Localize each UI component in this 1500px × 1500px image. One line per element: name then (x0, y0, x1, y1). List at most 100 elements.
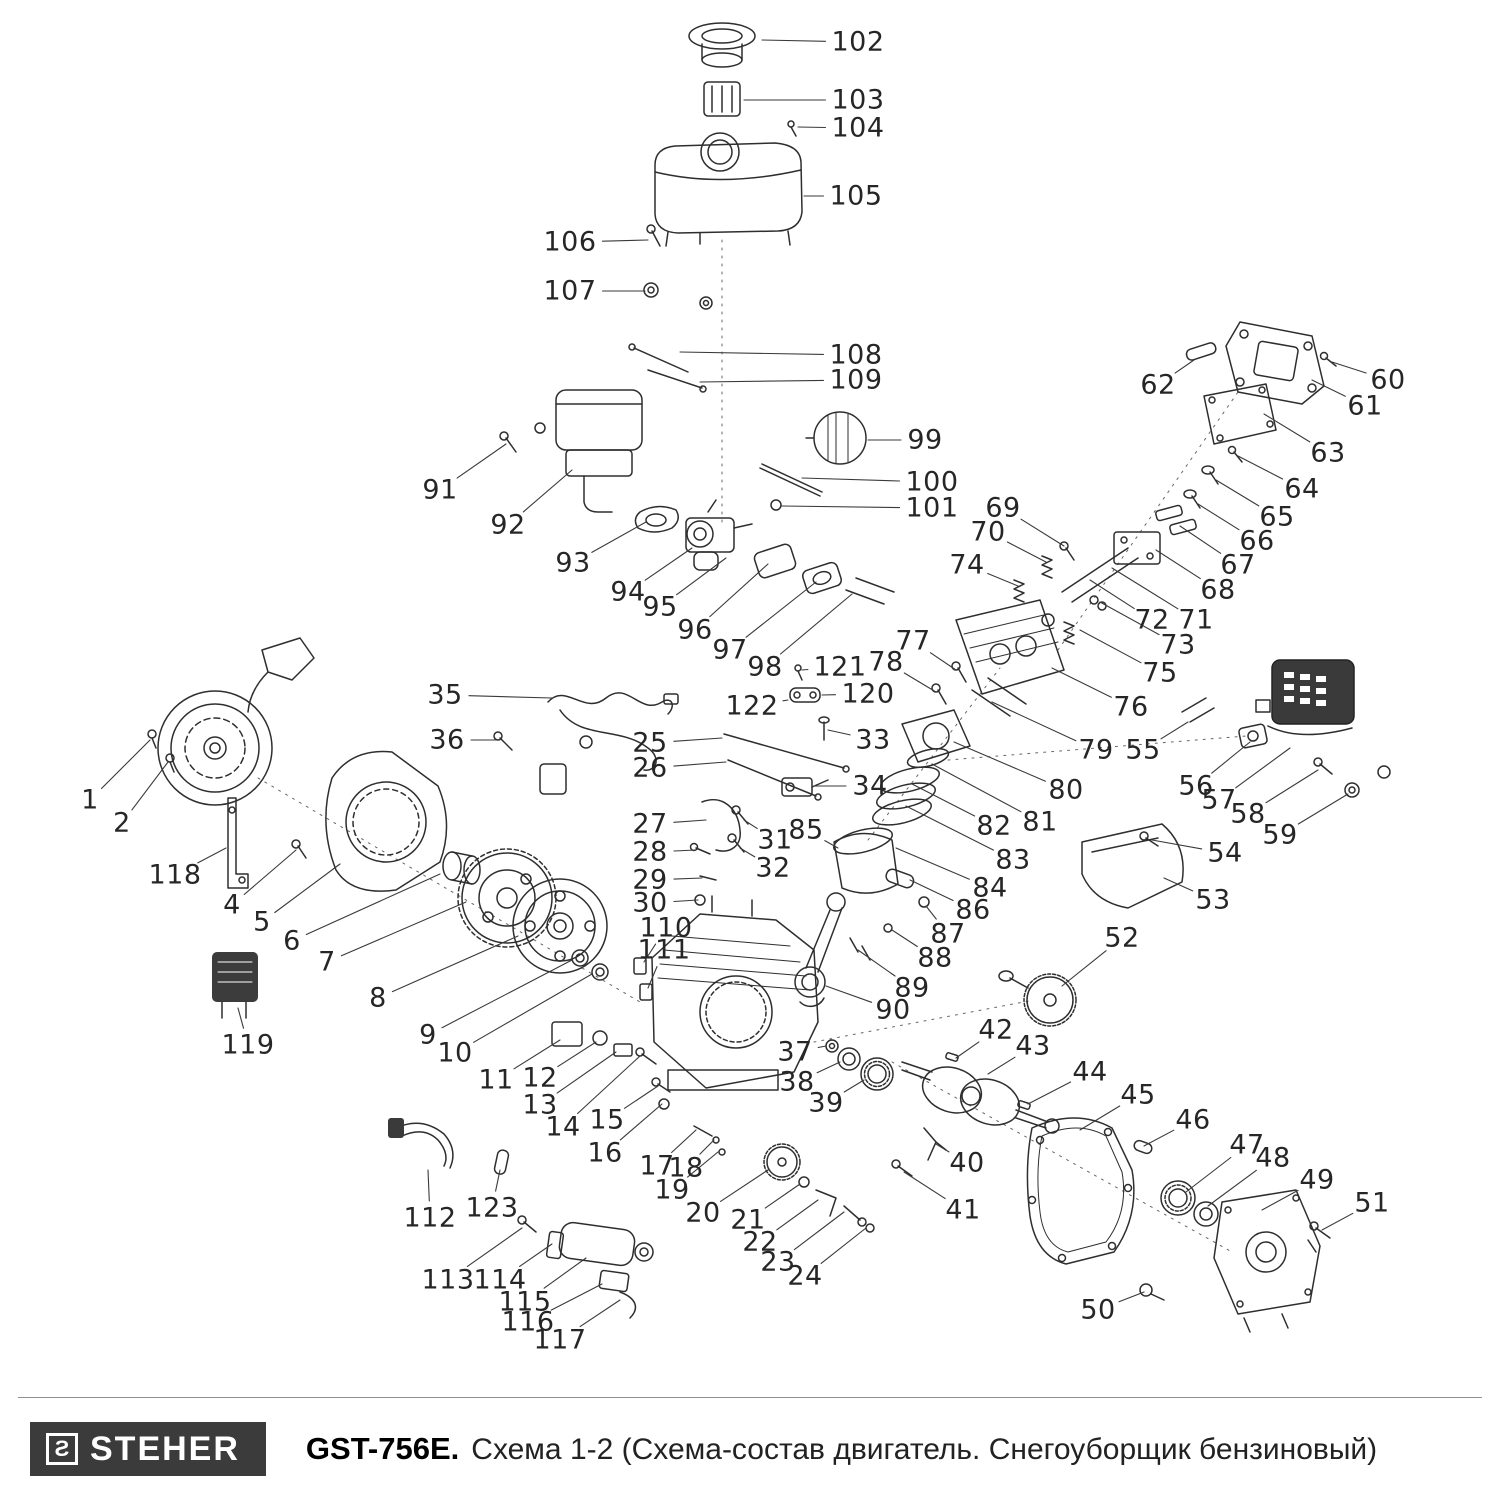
part-callout-84: 84 (972, 872, 1008, 904)
part-callout-74: 74 (949, 549, 985, 581)
part-callout-25: 25 (632, 727, 668, 759)
part-callout-43: 43 (1015, 1030, 1051, 1062)
part-callout-82: 82 (976, 810, 1012, 842)
recoil-starter-drawing (147, 637, 315, 806)
part-callout-93: 93 (555, 547, 591, 579)
part-callout-110: 110 (639, 912, 693, 944)
scheme-label: Схема 1-2 (Схема-состав двигатель. Снего… (471, 1433, 1378, 1466)
part-callout-42: 42 (978, 1014, 1014, 1046)
part-callout-95: 95 (642, 591, 678, 623)
part-callout-58: 58 (1230, 798, 1266, 830)
part-callout-77: 77 (895, 625, 931, 657)
part-callout-111: 111 (637, 934, 691, 966)
part-callout-81: 81 (1022, 806, 1058, 838)
part-callout-14: 14 (545, 1111, 581, 1143)
part-callout-90: 90 (875, 994, 911, 1026)
part-callout-44: 44 (1072, 1056, 1108, 1088)
part-callout-109: 109 (829, 364, 883, 396)
camshaft-drawing (998, 970, 1077, 1027)
part-callout-79: 79 (1078, 734, 1114, 766)
part-callout-92: 92 (490, 509, 526, 541)
part-callout-18: 18 (668, 1152, 704, 1184)
part-callout-94: 94 (610, 576, 646, 608)
part-callout-45: 45 (1120, 1079, 1156, 1111)
part-callout-115: 115 (498, 1286, 552, 1318)
part-callout-38: 38 (779, 1066, 815, 1098)
part-callout-46: 46 (1175, 1104, 1211, 1136)
part-callout-76: 76 (1113, 691, 1149, 723)
part-callout-97: 97 (712, 634, 748, 666)
part-callout-106: 106 (543, 226, 597, 258)
part-callout-5: 5 (253, 906, 271, 938)
part-callout-66: 66 (1239, 525, 1275, 557)
part-callout-7: 7 (318, 946, 336, 978)
part-callout-65: 65 (1259, 501, 1295, 533)
part-callout-75: 75 (1142, 657, 1178, 689)
part-callout-105: 105 (829, 180, 883, 212)
part-callout-113: 113 (421, 1264, 475, 1296)
part-callout-15: 15 (589, 1104, 625, 1136)
part-callout-70: 70 (970, 516, 1006, 548)
part-callout-107: 107 (543, 275, 597, 307)
part-callout-118: 118 (148, 859, 202, 891)
part-callout-83: 83 (995, 844, 1031, 876)
engine-block-drawing (633, 895, 819, 1091)
part-callout-2: 2 (113, 807, 131, 839)
part-callout-21: 21 (730, 1204, 766, 1236)
brand-logo: Ƨ STEHER (30, 1422, 266, 1476)
footer-divider (18, 1397, 1482, 1398)
part-callout-37: 37 (777, 1036, 813, 1068)
part-callout-22: 22 (742, 1226, 778, 1258)
part-callout-32: 32 (755, 852, 791, 884)
part-callout-123: 123 (465, 1192, 519, 1224)
part-callout-33: 33 (855, 724, 891, 756)
part-callout-12: 12 (522, 1062, 558, 1094)
part-callout-119: 119 (221, 1029, 275, 1061)
leader-lines (100, 39, 1367, 1328)
part-callout-64: 64 (1284, 473, 1320, 505)
part-callout-116: 116 (501, 1306, 555, 1338)
governor-drawing (651, 1077, 947, 1233)
part-callout-85: 85 (788, 814, 824, 846)
air-filter-drawing (499, 389, 643, 513)
part-callout-1: 1 (81, 784, 99, 816)
part-callout-122: 122 (725, 690, 779, 722)
part-callout-57: 57 (1201, 784, 1237, 816)
part-callout-39: 39 (808, 1087, 844, 1119)
valve-cover-drawing (1113, 321, 1337, 565)
part-callout-28: 28 (632, 836, 668, 868)
carburetor-drawing (634, 499, 895, 906)
part-callout-48: 48 (1255, 1142, 1291, 1174)
part-callout-49: 49 (1299, 1164, 1335, 1196)
part-callout-29: 29 (632, 864, 668, 896)
part-callout-88: 88 (917, 942, 953, 974)
muffler-drawing (1181, 659, 1391, 798)
part-callout-36: 36 (429, 724, 465, 756)
part-callout-86: 86 (955, 894, 991, 926)
part-callout-16: 16 (587, 1137, 623, 1169)
part-callout-11: 11 (478, 1064, 514, 1096)
part-callout-19: 19 (654, 1174, 690, 1206)
part-callout-121: 121 (813, 651, 867, 683)
part-callout-99: 99 (907, 424, 943, 456)
part-callout-51: 51 (1354, 1187, 1390, 1219)
part-callout-54: 54 (1207, 837, 1243, 869)
part-callout-27: 27 (632, 808, 668, 840)
part-callout-71: 71 (1178, 604, 1214, 636)
part-callout-89: 89 (894, 972, 930, 1004)
part-callout-103: 103 (831, 84, 885, 116)
part-callout-52: 52 (1104, 922, 1140, 954)
part-callout-108: 108 (829, 339, 883, 371)
part-callout-59: 59 (1262, 819, 1298, 851)
part-callout-47: 47 (1229, 1129, 1265, 1161)
part-callout-55: 55 (1125, 734, 1161, 766)
part-callout-80: 80 (1048, 774, 1084, 806)
part-callout-91: 91 (422, 474, 458, 506)
model-number: GST-756E. (305, 1431, 460, 1466)
fan-cover-flywheel-drawing (227, 750, 609, 981)
part-callout-31: 31 (757, 824, 793, 856)
part-callout-96: 96 (677, 614, 713, 646)
part-callout-78: 78 (868, 646, 904, 678)
